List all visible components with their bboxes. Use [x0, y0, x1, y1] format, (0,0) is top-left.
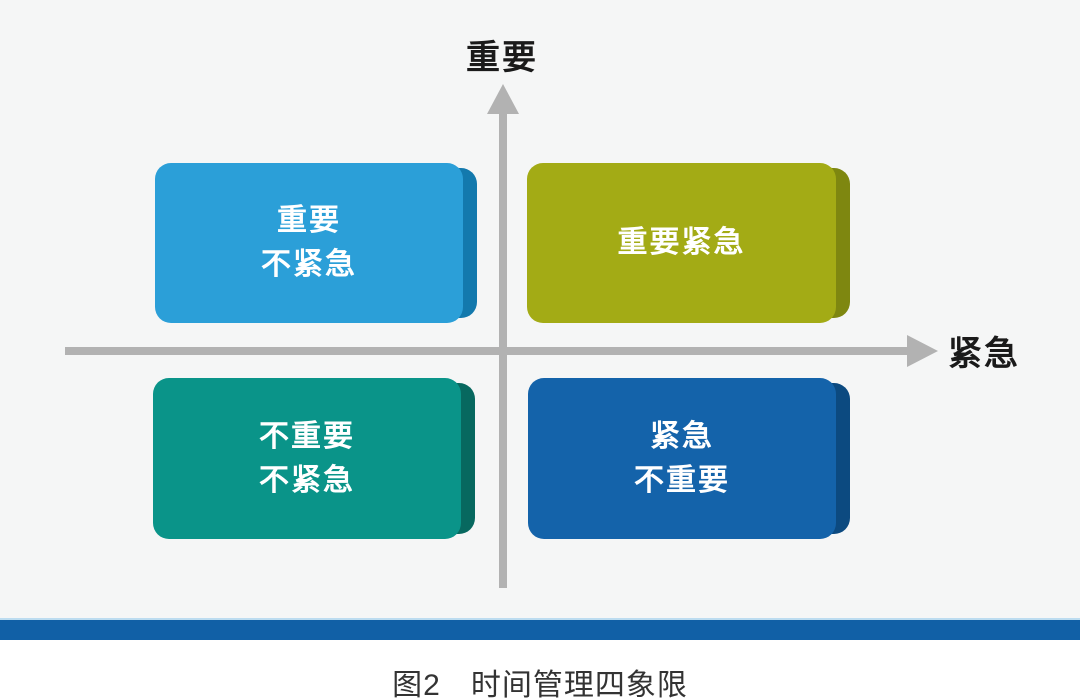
x-axis-arrowhead-icon [907, 335, 938, 367]
figure-number: 图2 [392, 669, 441, 699]
quadrant-face: 不重要 不紧急 [153, 378, 461, 539]
quadrant-important-urgent: 重要紧急 [527, 163, 850, 323]
quadrant-label-line: 重要紧急 [617, 226, 746, 259]
quadrant-label-line: 不重要 [259, 419, 355, 453]
quadrant-important-not-urgent: 重要 不紧急 [155, 163, 477, 323]
y-axis-arrowhead-icon [487, 84, 519, 114]
quadrant-urgent-not-important: 紧急 不重要 [528, 378, 850, 539]
quadrant-face: 紧急 不重要 [528, 378, 836, 539]
quadrant-label-line: 不紧急 [259, 463, 355, 497]
quadrant-label-line: 重要 [277, 204, 341, 237]
divider-bar [0, 618, 1080, 640]
quadrant-not-important-not-urgent: 不重要 不紧急 [153, 378, 475, 539]
figure-caption: 图2 时间管理四象限 [0, 660, 1080, 699]
y-axis-label: 重要 [466, 39, 538, 77]
quadrant-face: 重要紧急 [527, 163, 836, 323]
quadrant-label-line: 不紧急 [261, 248, 357, 281]
x-axis-line [65, 347, 909, 355]
figure-title: 时间管理四象限 [470, 669, 688, 699]
quadrant-face: 重要 不紧急 [155, 163, 463, 323]
x-axis-label: 紧急 [948, 335, 1020, 373]
quadrant-label-line: 紧急 [650, 419, 714, 453]
quadrant-label-line: 不重要 [634, 463, 730, 497]
